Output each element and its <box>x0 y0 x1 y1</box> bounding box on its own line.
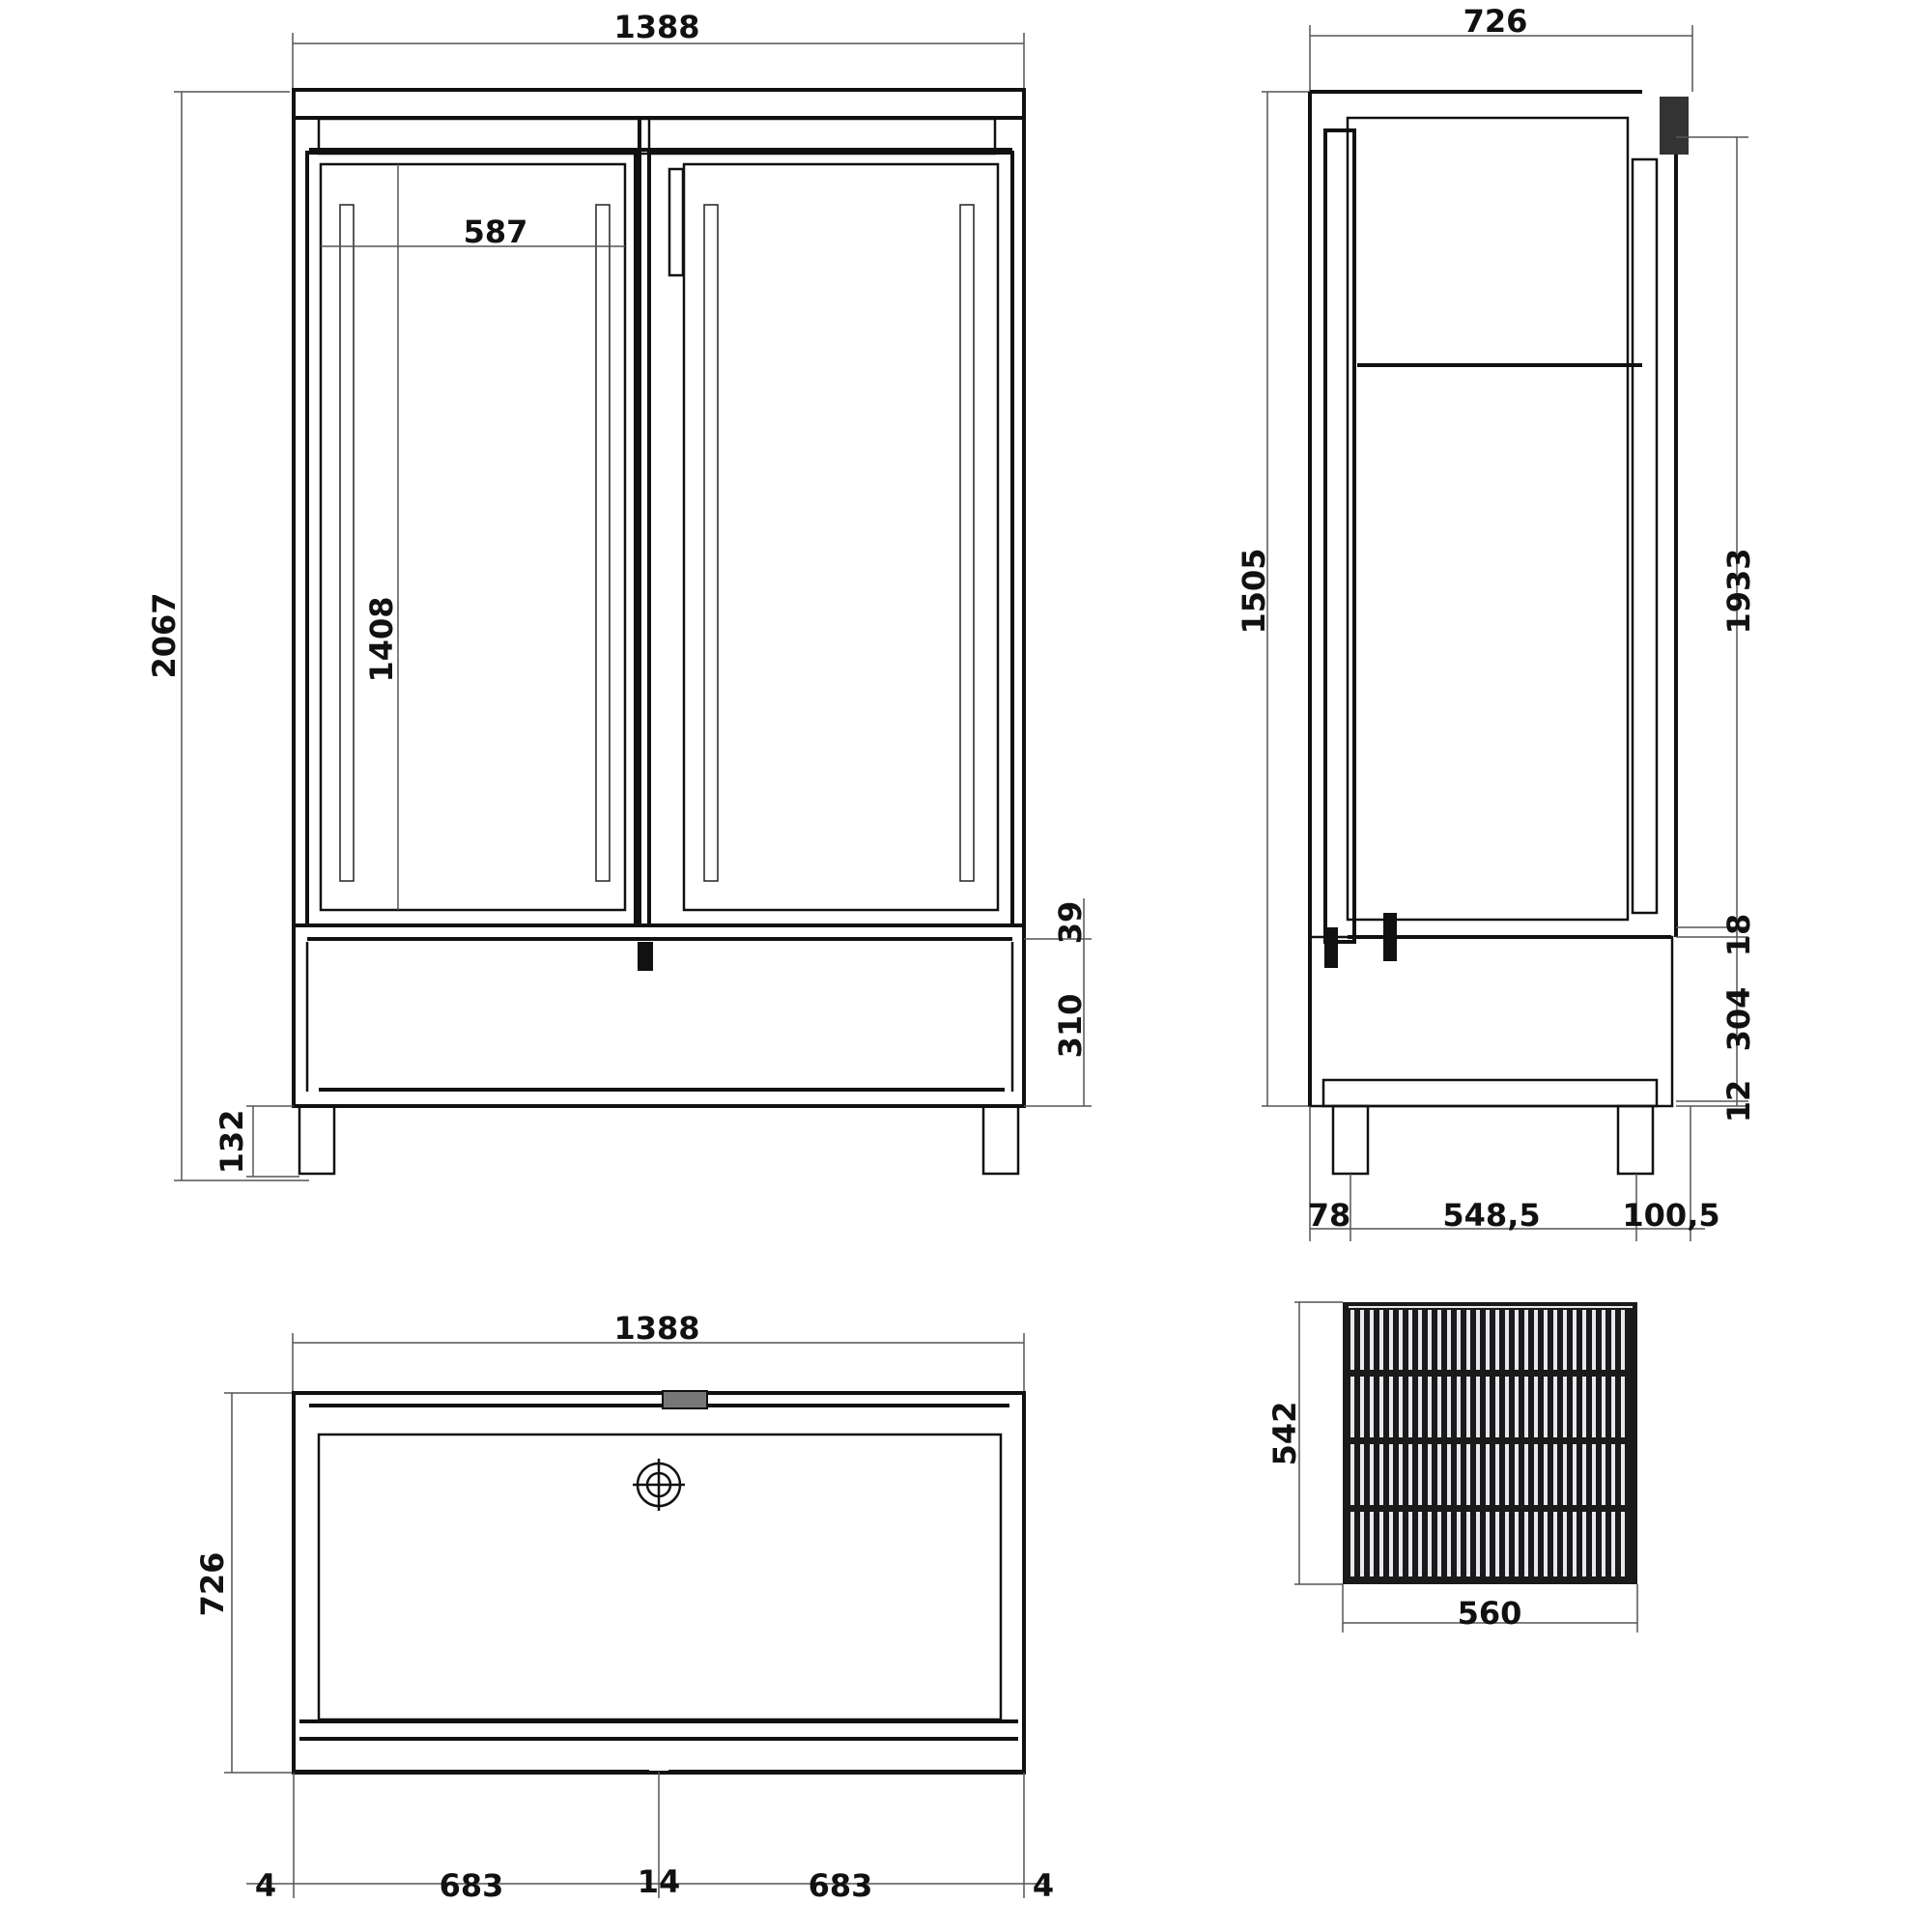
side-cabinet-height-label: 1933 <box>1720 548 1757 635</box>
front-height-label: 2067 <box>146 592 183 679</box>
top-width-label: 1388 <box>613 1310 700 1347</box>
side-leg-spacing-label: 548,5 <box>1442 1197 1541 1234</box>
top-view <box>224 1333 1048 1898</box>
side-view <box>1262 25 1748 1241</box>
top-edge-right-label: 4 <box>1032 1867 1055 1904</box>
top-edge-left-label: 4 <box>254 1867 277 1904</box>
top-depth-label: 726 <box>194 1551 231 1617</box>
top-door-right-label: 683 <box>808 1867 873 1904</box>
top-door-left-label: 683 <box>439 1867 504 1904</box>
side-rear-offset-label: 100,5 <box>1622 1197 1720 1234</box>
front-view <box>174 33 1092 1181</box>
side-bottom-gap-label: 12 <box>1720 1079 1757 1123</box>
leg-height-label: 132 <box>213 1109 250 1175</box>
shelf-depth-label: 542 <box>1266 1401 1303 1466</box>
side-door-height-label: 1505 <box>1236 548 1272 635</box>
shelf-width-label: 560 <box>1457 1595 1522 1632</box>
side-front-offset-label: 78 <box>1307 1197 1351 1234</box>
front-width-label: 1388 <box>613 9 700 45</box>
door-gap-label: 39 <box>1052 900 1089 945</box>
side-top-gap-label: 18 <box>1720 913 1757 957</box>
side-plinth-label: 304 <box>1720 986 1757 1052</box>
front-plinth-label: 310 <box>1052 993 1089 1059</box>
shelf-grid-bars <box>1350 1310 1625 1577</box>
glass-width-label: 587 <box>463 213 528 250</box>
glass-height-label: 1408 <box>363 596 400 683</box>
side-depth-label: 726 <box>1463 3 1528 40</box>
top-center-gap-label: 14 <box>637 1863 681 1900</box>
